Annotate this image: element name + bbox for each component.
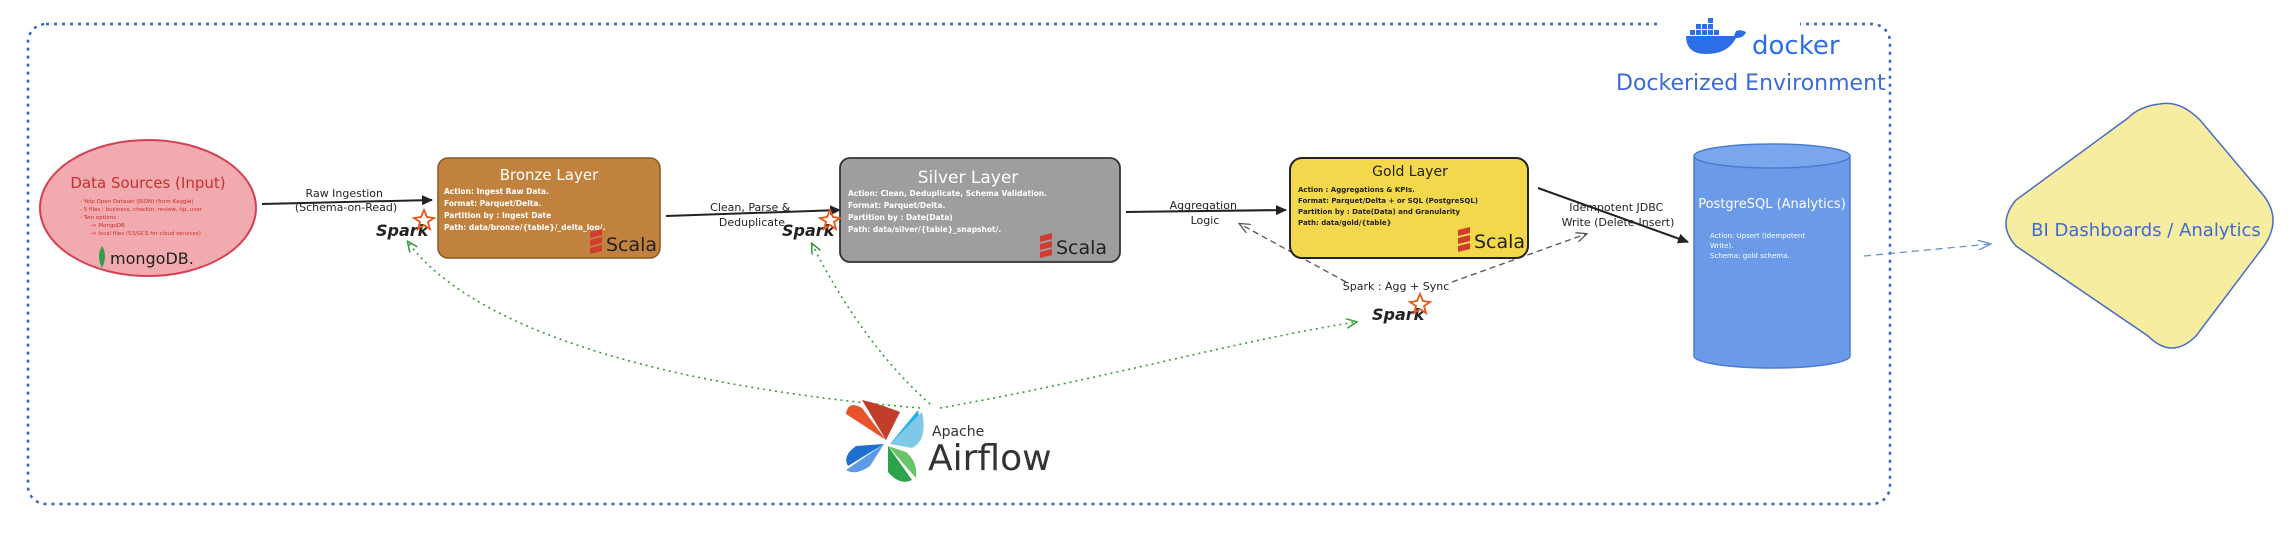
scala-logo-text: Scala (1474, 231, 1525, 253)
scala-logo: Scala (1040, 233, 1107, 259)
airflow-pinwheel-icon (846, 400, 924, 482)
scala-logo-text: Scala (1056, 237, 1107, 259)
data-sources-title: Data Sources (Input) (70, 174, 225, 192)
data-sources-details: - Yelp Open Dataset (JSON) (from Kaggle)… (80, 199, 204, 237)
postgres-details: Action: Upsert (Idempotent Write). Schem… (1710, 232, 1807, 260)
data-sources-node: Data Sources (Input) - Yelp Open Dataset… (39, 139, 257, 277)
scala-logo: Scala (1458, 227, 1525, 253)
airflow-apache-text: Apache (932, 424, 984, 440)
spark-star-icon (817, 207, 843, 232)
airflow-logo-text: Airflow (928, 438, 1052, 479)
scala-logo-text: Scala (606, 234, 657, 256)
edge-airflow-to-gold-spark (939, 322, 1356, 409)
silver-layer-details: Action: Clean, Deduplicate, Schema Valid… (848, 189, 1050, 234)
docker-logo: docker (1660, 10, 1840, 61)
edge-postgres-to-bi (1863, 244, 1990, 257)
edge-sources-to-bronze (261, 195, 433, 206)
spark-logo-silver: Spark (782, 207, 843, 240)
bi-dashboards-node: BI Dashboards / Analytics (2005, 102, 2274, 349)
scala-icon (1040, 233, 1052, 258)
docker-environment-boundary (26, 22, 1892, 506)
edge-airflow-to-bronze-spark (408, 242, 921, 409)
mongodb-logo-text: mongoDB. (110, 249, 194, 268)
bronze-layer-node: Bronze Layer Action: Ingest Raw Data. Fo… (437, 157, 661, 259)
postgres-node: PostgreSQL (Analytics) Action: Upsert (I… (1693, 143, 1851, 369)
edge-raw-ingestion-label: Raw Ingestion (Schema-on-Read) (295, 187, 397, 214)
edge-airflow-to-silver-spark (812, 244, 931, 405)
edge-idempotent-label: Idempotent JDBC Write (Delete-Insert) (1562, 201, 1675, 229)
scala-icon (590, 229, 602, 254)
gold-layer-title: Gold Layer (1372, 164, 1448, 180)
spark-logo-bronze: Spark (376, 207, 437, 240)
silver-layer-node: Silver Layer Action: Clean, Deduplicate,… (839, 157, 1121, 263)
spark-logo-text: Spark (782, 221, 836, 240)
spark-logo-gold: Spark (1372, 291, 1433, 324)
silver-layer-title: Silver Layer (918, 168, 1019, 188)
scala-icon (1458, 227, 1470, 252)
spark-star-icon (1407, 291, 1433, 316)
spark-logo-text: Spark (376, 221, 430, 240)
docker-whale-icon (1686, 18, 1746, 54)
postgres-title: PostgreSQL (Analytics) (1698, 197, 1846, 212)
edge-spark-agg-label: Spark : Agg + Sync (1343, 280, 1450, 293)
spark-logo-text: Spark (1372, 305, 1426, 324)
bronze-layer-details: Action: Ingest Raw Data. Format: Parquet… (444, 187, 606, 232)
docker-logo-text: docker (1752, 31, 1840, 61)
airflow-logo: Apache Airflow (846, 400, 1052, 482)
mongodb-leaf-icon (99, 246, 105, 268)
edge-gold-to-postgres (1537, 187, 1689, 244)
edge-clean-label: Clean, Parse & Deduplicate (710, 201, 794, 229)
gold-layer-node: Gold Layer Action : Aggregations & KPIs.… (1289, 157, 1529, 259)
edge-silver-to-gold (1125, 205, 1287, 216)
edge-bronze-to-silver (665, 205, 841, 217)
spark-star-icon (411, 207, 437, 232)
bronze-layer-title: Bronze Layer (500, 166, 599, 184)
docker-environment-label: Dockerized Environment (1616, 71, 1886, 96)
gold-layer-details: Action : Aggregations & KPIs. Format: Pa… (1298, 186, 1480, 227)
bi-dashboards-title: BI Dashboards / Analytics (2031, 220, 2261, 241)
edge-aggregation-label: Aggregation Logic (1170, 199, 1241, 227)
scala-logo: Scala (590, 229, 657, 256)
